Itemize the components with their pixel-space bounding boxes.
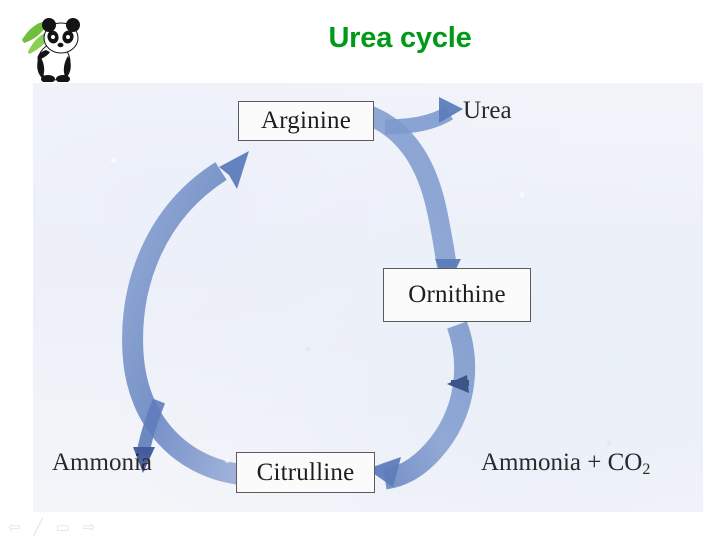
arrow-arginine-to-ornithine bbox=[359, 103, 461, 287]
label-ammonia-co2: Ammonia + CO2 bbox=[481, 449, 651, 478]
label-co2-subscript: 2 bbox=[642, 461, 651, 478]
node-arginine: Arginine bbox=[238, 101, 374, 141]
presentation-nav-strip[interactable]: ⇦ ╱ ▭ ⇨ bbox=[8, 520, 95, 535]
cycle-arrows bbox=[122, 97, 476, 490]
urea-cycle-diagram: Arginine Ornithine Citrulline Urea Ammon… bbox=[33, 83, 703, 512]
previous-slide-icon[interactable]: ⇦ bbox=[8, 518, 21, 536]
slide-menu-icon[interactable]: ▭ bbox=[55, 518, 70, 536]
arrow-ammonia-co2-input bbox=[447, 375, 469, 393]
node-citrulline: Citrulline bbox=[236, 452, 375, 493]
arrow-to-ammonia bbox=[133, 398, 166, 473]
arrow-ornithine-to-citrulline bbox=[367, 321, 476, 490]
node-ornithine: Ornithine bbox=[383, 268, 531, 322]
page-title: Urea cycle bbox=[328, 22, 472, 54]
label-ammonia-co2-text: Ammonia + CO bbox=[481, 449, 643, 476]
panda-bamboo-logo-icon bbox=[18, 12, 90, 83]
label-urea: Urea bbox=[463, 97, 512, 124]
label-ammonia: Ammonia bbox=[52, 449, 152, 476]
arrow-to-urea bbox=[384, 97, 463, 135]
pen-tool-icon[interactable]: ╱ bbox=[33, 518, 43, 536]
next-slide-icon[interactable]: ⇨ bbox=[82, 518, 96, 536]
arrow-citrulline-to-arginine bbox=[122, 151, 249, 486]
